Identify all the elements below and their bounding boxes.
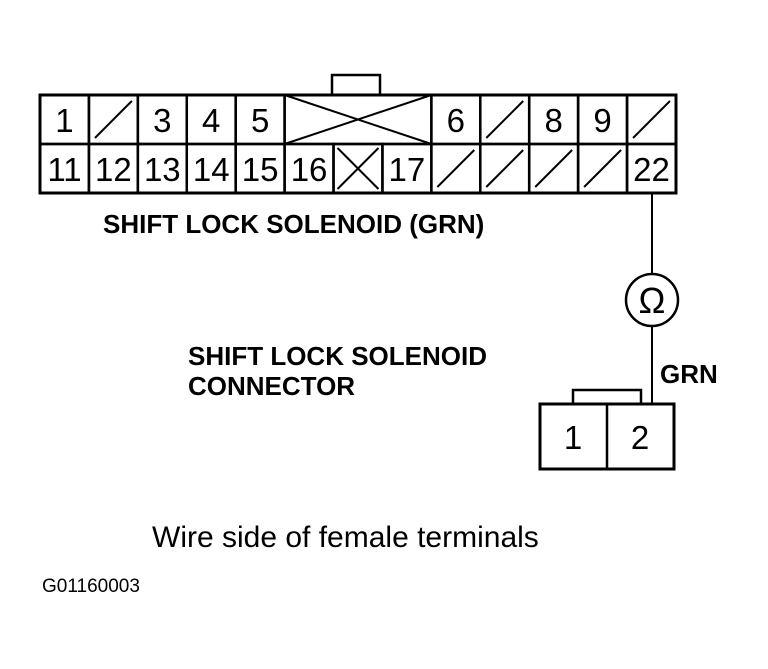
main-pin-16: 16 bbox=[291, 151, 328, 188]
main-pin-blank-r2-10-slash bbox=[534, 149, 573, 188]
solenoid-connector: 1 2 bbox=[538, 388, 676, 471]
main-pin-13: 13 bbox=[144, 151, 181, 188]
main-pin-9: 9 bbox=[593, 102, 611, 139]
figure-id: G01160003 bbox=[42, 576, 140, 597]
main-pin-blank-r2-6-cross bbox=[336, 147, 380, 190]
main-connector-lock-tab bbox=[330, 73, 382, 97]
main-pin-12: 12 bbox=[95, 151, 132, 188]
main-pin-blank-r1-1-slash bbox=[94, 100, 133, 139]
main-pin-blank-r2-9-slash bbox=[485, 149, 524, 188]
main-connector-label: SHIFT LOCK SOLENOID (GRN) bbox=[103, 209, 484, 239]
main-pin-5: 5 bbox=[251, 102, 269, 139]
ohmmeter: Ω bbox=[624, 272, 680, 328]
main-pin-blank-r2-8-slash bbox=[436, 149, 475, 188]
main-pin-4: 4 bbox=[202, 102, 220, 139]
main-pin-15: 15 bbox=[242, 151, 279, 188]
main-pin-blank-r2-11-slash bbox=[583, 149, 622, 188]
main-pin-17: 17 bbox=[389, 151, 426, 188]
main-pin-1: 1 bbox=[55, 102, 73, 139]
main-pin-blank-r1-5-cross bbox=[284, 94, 432, 145]
main-pin-11: 11 bbox=[47, 151, 81, 188]
wire-color-label: GRN bbox=[660, 359, 718, 389]
main-pin-22: 22 bbox=[633, 151, 670, 188]
solenoid-pin-1: 1 bbox=[564, 419, 582, 456]
solenoid-pin-2: 2 bbox=[631, 419, 649, 456]
caption: Wire side of female terminals bbox=[152, 521, 539, 554]
solenoid-connector-label-line1: SHIFT LOCK SOLENOID bbox=[188, 341, 487, 371]
solenoid-connector-label-line2: CONNECTOR bbox=[188, 371, 355, 401]
main-pin-8: 8 bbox=[544, 102, 562, 139]
solenoid-connector-lock-tab bbox=[571, 388, 643, 406]
main-pin-14: 14 bbox=[193, 151, 230, 188]
main-pin-3: 3 bbox=[153, 102, 171, 139]
main-pin-blank-r1-10-slash bbox=[632, 100, 671, 139]
ohm-icon: Ω bbox=[639, 280, 666, 321]
main-pin-6: 6 bbox=[447, 102, 465, 139]
main-pin-blank-r1-7-slash bbox=[485, 100, 524, 139]
